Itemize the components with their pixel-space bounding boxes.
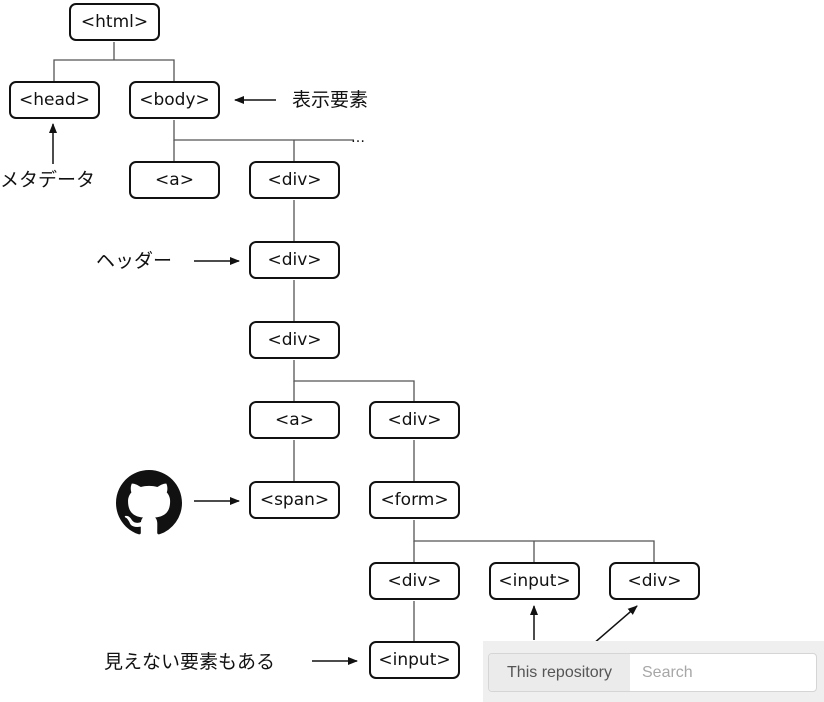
node-input-hidden: <input> [369,641,460,679]
node-div-search: <div> [369,401,460,439]
node-form: <form> [369,481,460,519]
edge-html-head [53,59,175,81]
continuation-ellipsis: … [351,130,365,146]
search-bar-screenshot: This repository [483,641,824,702]
node-head: <head> [9,81,100,119]
search-field-container: This repository [488,653,817,692]
node-div-3: <div> [249,321,340,359]
node-div-form-2: <div> [609,562,700,600]
label-display-elements: 表示要素 [292,89,369,111]
node-div-header: <div> [249,241,340,279]
node-input-visible: <input> [489,562,580,600]
node-html: <html> [69,3,160,41]
search-input[interactable] [630,654,816,691]
node-span: <span> [249,481,340,519]
node-body: <body> [129,81,220,119]
label-metadata: メタデータ [0,169,96,191]
node-div-form-1: <div> [369,562,460,600]
github-octocat-icon [116,470,182,535]
label-hidden-elements: 見えない要素もある [104,651,276,673]
node-div-1: <div> [249,161,340,199]
node-a-logo: <a> [249,401,340,439]
label-header: ヘッダー [96,250,173,272]
edge-body-trunk [173,120,354,141]
node-a-top: <a> [129,161,220,199]
edge-div-children [293,360,415,401]
scope-label[interactable]: This repository [489,654,630,691]
